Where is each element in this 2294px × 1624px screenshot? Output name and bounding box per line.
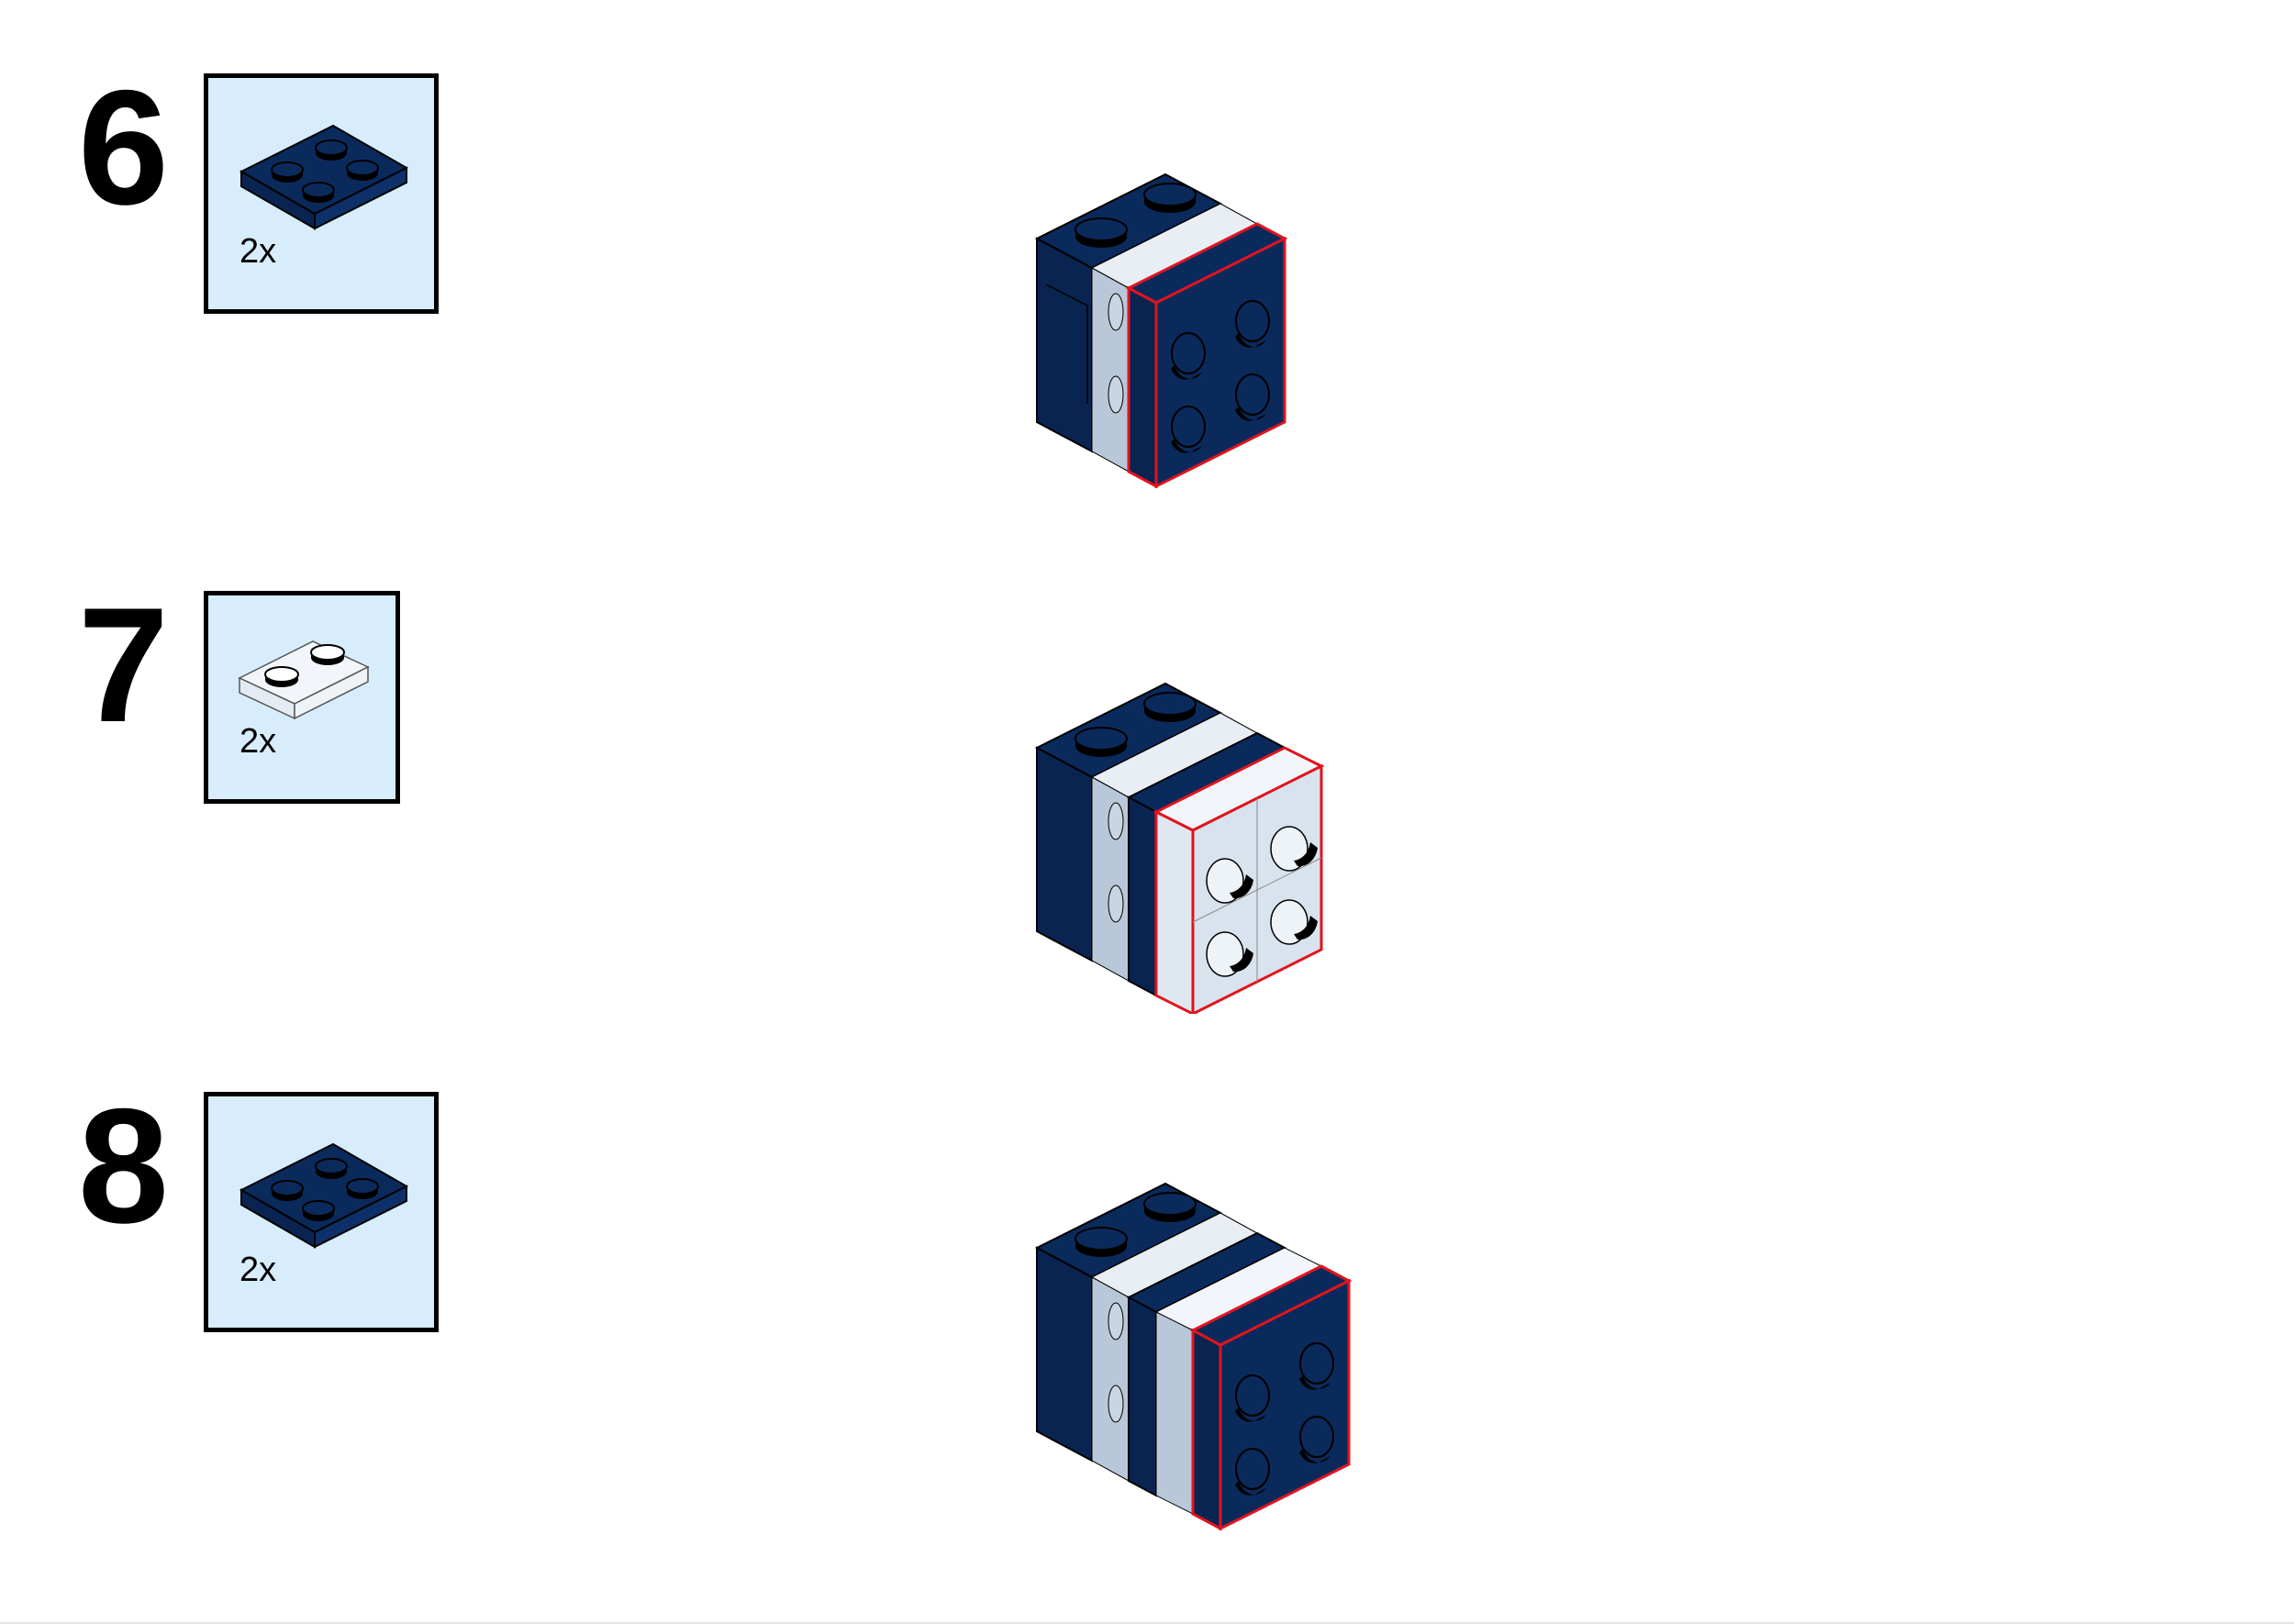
part-quantity: 2x [239,232,277,271]
parts-callout-step-6: 2x [204,73,439,314]
parts-callout-step-7: 2x [204,591,400,804]
page-bottom-divider [0,1622,2294,1624]
plate-2x2-dark-blue-icon [239,124,409,230]
step-number-7: 7 [78,573,169,756]
model-assembly-step-6 [1034,172,1288,489]
model-assembly-step-7 [1034,682,1325,1014]
model-assembly-step-8 [1034,1182,1353,1531]
step-number-8: 8 [78,1074,169,1257]
part-quantity: 2x [239,1251,277,1289]
step-number-6: 6 [78,56,169,239]
parts-callout-step-8: 2x [204,1092,439,1332]
part-quantity: 2x [239,722,277,761]
plate-1x2-trans-clear-icon [238,640,370,720]
plate-2x2-dark-blue-icon [239,1142,409,1249]
